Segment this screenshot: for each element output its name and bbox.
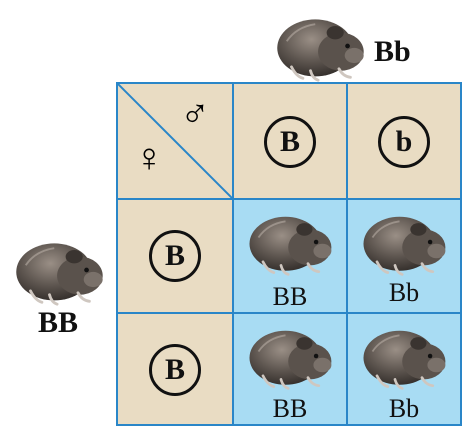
offspring-cell: Bb [346,198,462,314]
offspring-genotype: Bb [348,394,460,424]
offspring-cell: Bb [346,312,462,426]
female-symbol-icon: ♀ [134,134,164,181]
offspring-genotype: BB [234,282,346,312]
offspring-cell: BB [232,312,348,426]
male-parent-genotype: Bb [374,35,411,69]
female-parent-genotype: BB [38,306,78,340]
offspring-genotype: Bb [348,278,460,308]
male-parent-guinea-pig-icon [268,8,372,84]
corner-cell: ♂ ♀ [116,82,234,200]
offspring-cell: BB [232,198,348,314]
male-gamete-allele: b [378,116,430,168]
guinea-pig-icon [354,206,454,278]
female-gamete-allele: B [149,344,201,396]
offspring-genotype: BB [234,394,346,424]
female-gamete-allele: B [149,230,201,282]
male-gamete-cell-2: b [346,82,462,200]
female-parent-guinea-pig-icon [6,232,112,308]
guinea-pig-icon [240,206,340,278]
guinea-pig-icon [240,320,340,392]
male-gamete-allele: B [264,116,316,168]
guinea-pig-icon [354,320,454,392]
punnett-square: ♂ ♀ B b B B BB Bb BB Bb [116,82,462,426]
female-gamete-cell-2: B [116,312,234,426]
male-symbol-icon: ♂ [180,90,210,137]
male-gamete-cell-1: B [232,82,348,200]
female-gamete-cell-1: B [116,198,234,314]
